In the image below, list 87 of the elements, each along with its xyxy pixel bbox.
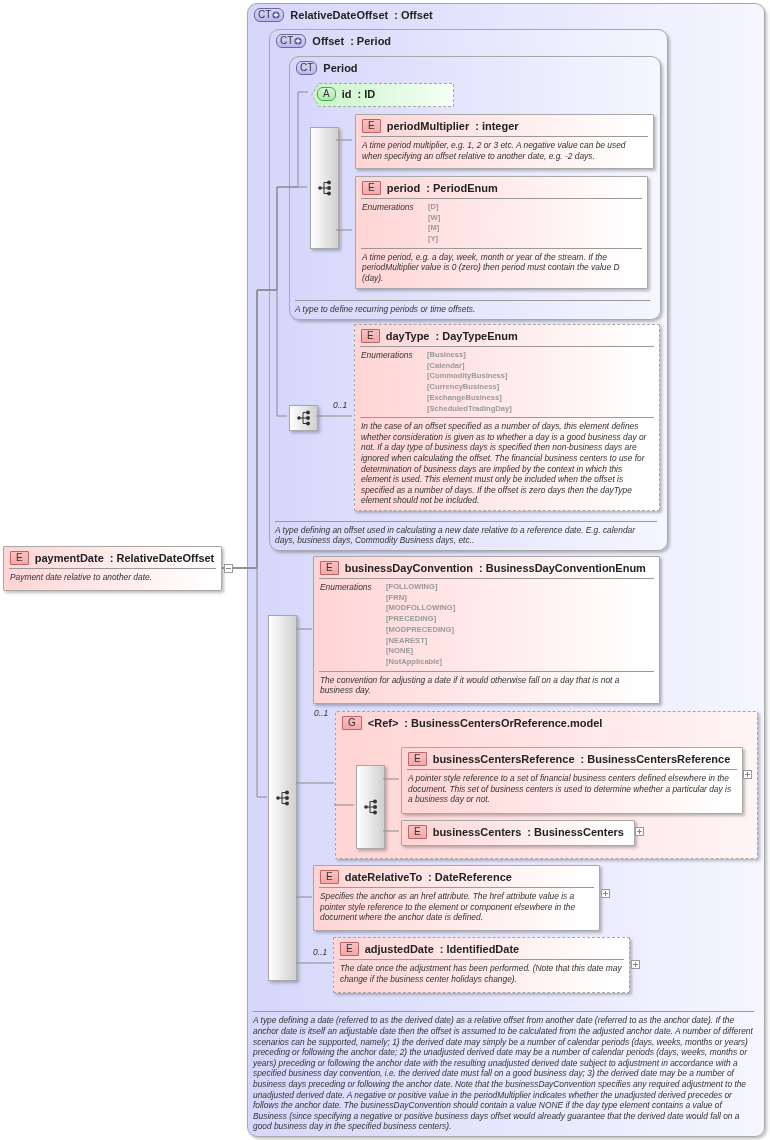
element-box	[355, 176, 648, 289]
type-badge: G	[342, 716, 362, 730]
type-name: : Offset	[394, 9, 433, 21]
type-badge: E	[320, 561, 339, 575]
type-name: : integer	[475, 120, 519, 132]
connector-line	[315, 415, 353, 417]
type-name: : BusinessCentersReference	[580, 753, 731, 765]
sequence-box	[289, 405, 318, 431]
type-badge: CT	[276, 34, 307, 48]
description-text: The date once the adjustment has been performed. (Note that this date may change if the business center holidays change).	[339, 962, 623, 986]
type-badge: E	[408, 825, 427, 839]
element-name: period	[386, 182, 421, 194]
element-name: dateRelativeTo	[344, 871, 423, 883]
cardinality-label: 0..1	[313, 947, 328, 957]
type-name: : PeriodEnum	[426, 182, 498, 194]
element-name: Offset	[312, 35, 345, 47]
sequence-box	[356, 765, 385, 849]
type-badge: E	[361, 329, 380, 343]
element-name: RelativeDateOffset	[290, 9, 389, 21]
element-box	[354, 324, 660, 511]
element-name: periodMultiplier	[386, 120, 470, 132]
element-name: Period	[323, 62, 358, 74]
attribute-box	[311, 83, 454, 107]
type-name: : BusinessCentersOrReference.model	[404, 717, 603, 729]
description-text: The convention for adjusting a date if it would otherwise fall on a day that is not a business day.	[319, 670, 654, 699]
type-name: : DayTypeEnum	[435, 330, 518, 342]
element-box	[355, 114, 654, 169]
cardinality-label: 0..1	[314, 708, 329, 718]
element-name: businessCentersReference	[432, 753, 575, 765]
element-box	[313, 556, 660, 704]
connector-line	[295, 962, 333, 964]
type-name: : DateReference	[428, 871, 512, 883]
element-name: businessCenters	[432, 826, 522, 838]
element-box	[333, 937, 630, 993]
connector-line	[221, 567, 268, 798]
connector-line	[335, 139, 353, 141]
element-name: dayType	[385, 330, 430, 342]
element-name: adjustedDate	[364, 943, 434, 955]
sequence-box	[310, 127, 339, 249]
element-name: id	[341, 88, 352, 100]
description-text: A type defining a date (referred to as the derived date) as a relative offset from another date (referred to as the anchor date). If the anchor date is itself an adjustable date then the offset is assumed to be calculated from the adjusted anchor date. A number of different scenarios can be supported, namely; 1) the derived date may simply be a number of calendar periods (days, weeks, months or years) preceding or following the anchor date; 2) the unadjusted derived date may be a number of calendar periods (days, weeks, months or years) preceding or following the anchor date with the resulting unadjusted derived date subject to adjustment in accordance with a specified business day convention, i.e. the derived date must fall on a good business day; 3) the derived date may be a number of business days preceding or following the anchor date. Note that the businessDayConvention specifies any required adjustment to the unadjusted derived date. A negative or positive value in the periodMultiplier indicates whether the unadjusted derived precedes or follows the anchor date. The businessDayConvention should contain a value NONE if the day type element contains a value of Business (since specifying a negative or positive business days offset would already guarantee that the derived date would fall on a good business day in the specified business centers).	[253, 1011, 754, 1132]
type-name: : ID	[357, 88, 376, 100]
description-text: In the case of an offset specified as a number of days, this element defines whether consideration is given as to whether a day is a good business day or not. If a day type of business days is specified then non-business days are ignored when calculating the offset. The financial business centers to use for determination of business days are implied by the context in which this element is used. This element must only be included when the offset is specified as a number of days. If the offset is zero days then the dayType element should not be included.	[360, 417, 654, 509]
type-badge: CT	[296, 61, 318, 75]
description-text: A type defining an offset used in calculating a new date relative to a reference date. E.g. calendar days, business days, Commodity Business days, etc..	[275, 520, 657, 546]
description-text: A time period, e.g. a day, week, month or year of the stream. If the periodMultiplier value is 0 (zero) then period must contain the value D (day).	[361, 247, 642, 287]
connector-line	[295, 896, 313, 898]
enumerations-label: Enumerations	[320, 582, 373, 594]
type-badge: A	[317, 87, 336, 101]
group-box	[335, 711, 758, 859]
complex-type-box	[269, 29, 668, 551]
element-name: <Ref>	[367, 717, 399, 729]
type-name: : BusinessCenters	[527, 826, 624, 838]
element-box	[401, 747, 743, 814]
element-box	[3, 546, 222, 591]
description-text: A pointer style reference to a set of financial business centers defined elsewhere in the document. This set of business centers is used to determine whether a particular day is a business day or not.	[407, 772, 733, 807]
connector-line	[295, 782, 335, 784]
description-text: A type to define recurring periods or time offsets.	[295, 300, 650, 315]
type-name: : IdentifiedDate	[439, 943, 520, 955]
connector-line	[335, 229, 353, 231]
description-text: Payment date relative to another date.	[9, 571, 153, 584]
element-name: businessDayConvention	[344, 562, 474, 574]
enumerations-label: Enumerations	[362, 202, 415, 214]
connector-line	[333, 804, 355, 806]
connector-line	[382, 778, 400, 780]
type-name: : RelativeDateOffset	[109, 552, 215, 564]
type-badge: E	[10, 551, 29, 565]
complex-type-box	[247, 3, 765, 1137]
type-badge: E	[340, 942, 359, 956]
element-name: paymentDate	[34, 552, 104, 564]
type-badge: E	[362, 181, 381, 195]
complex-type-box	[289, 56, 661, 320]
type-name: : Period	[350, 35, 392, 47]
connector-line	[382, 830, 400, 832]
element-box	[401, 820, 635, 846]
description-text: Specifies the anchor as an href attribute. The href attribute value is a pointer style reference to the element or component elsewhere in the document where the anchor date is defined.	[319, 890, 577, 925]
sequence-box	[268, 615, 297, 981]
element-box	[313, 865, 600, 931]
cardinality-label: 0..1	[333, 400, 348, 410]
type-badge: E	[320, 870, 339, 884]
type-badge: E	[362, 119, 381, 133]
description-text: A time period multiplier, e.g. 1, 2 or 3 etc. A negative value can be used when specifying an offset relative to another date, e.g. -2 days.	[361, 139, 627, 163]
enumerations-label: Enumerations	[361, 350, 414, 362]
type-badge: E	[408, 752, 427, 766]
connector-line	[295, 628, 313, 630]
type-name: : BusinessDayConventionEnum	[479, 562, 646, 574]
type-badge: CT	[254, 8, 285, 22]
